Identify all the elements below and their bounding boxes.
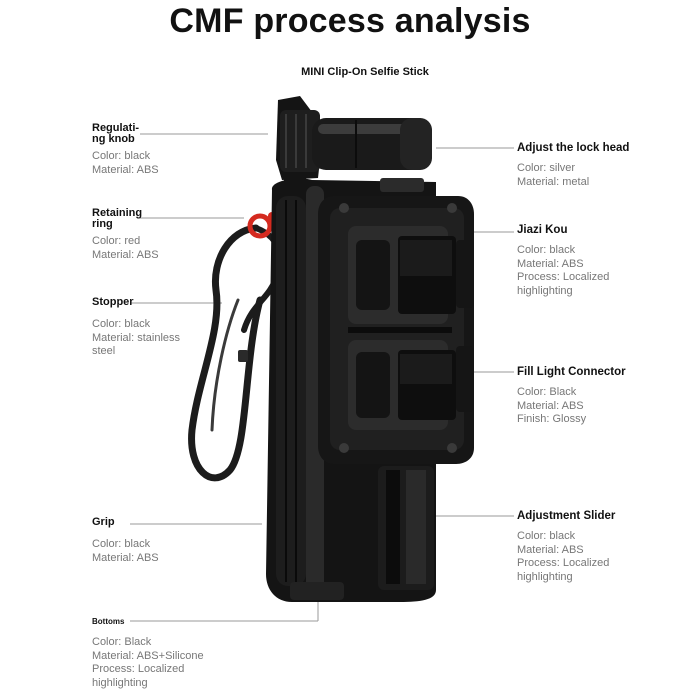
bottoms-color: Color: Black [92,636,152,648]
page-subtitle: MINI Clip-On Selfie Stick [301,66,429,78]
grip-heading: Grip [92,516,115,528]
jiazi-kou-material: Material: ABS [517,257,584,270]
stopper-material: Material: stainless steel [92,331,181,358]
fill-light-heading: Fill Light Connector [517,366,626,378]
jiazi-kou-heading: Jiazi Kou [517,224,568,236]
lock-head [312,118,432,170]
label-lock-head: Adjust the lock head Color: silver Mater… [517,142,629,189]
label-bottoms: Bottoms Color: Black Material: ABS+Silic… [92,616,204,690]
grip-material: Material: ABS [92,551,159,564]
regulating-knob-material: Material: ABS [92,163,159,176]
lock-head-material: Material: metal [517,175,590,188]
label-jiazi-kou: Jiazi Kou Color: black Material: ABS Pro… [517,224,609,298]
label-regulating-knob: Regulati- ng knob Color: black Material:… [92,123,159,177]
stopper-heading: Stopper [92,296,134,308]
slider-color: Color: black [517,530,576,542]
label-adjustment-slider: Adjustment Slider Color: black Material:… [517,510,615,584]
regulating-knob [276,96,320,180]
grip-color: Color: black [92,538,151,550]
lock-head-color: Color: silver [517,162,576,174]
bottoms-process: Process: Localized highlighting [92,663,185,689]
adjustment-slider [378,466,434,590]
lock-head-heading: Adjust the lock head [517,142,630,154]
label-stopper: Stopper Color: black Material: stainless… [92,297,180,359]
bottom-cap [290,582,344,600]
jiazi-kou-color: Color: black [517,244,576,256]
retaining-ring-heading: Retaining ring [92,207,143,230]
slider-material: Material: ABS [517,543,584,556]
label-grip: Grip Color: black Material: ABS [92,517,159,565]
fill-light-material: Material: ABS [517,399,584,412]
slider-heading: Adjustment Slider [517,510,616,522]
bottoms-heading: Bottoms [92,617,125,626]
label-fill-light-connector: Fill Light Connector Color: Black Materi… [517,366,626,427]
fill-light-finish: Finish: Glossy [517,413,587,425]
leader-lines [130,133,514,622]
jiazi-kou-process: Process: Localized highlighting [517,271,610,297]
label-retaining-ring: Retaining ring Color: red Material: ABS [92,208,159,262]
fill-light-color: Color: Black [517,386,577,398]
regulating-knob-heading: Regulati- ng knob [92,122,140,145]
slider-process: Process: Localized highlighting [517,557,610,583]
jiazi-kou [318,178,474,464]
regulating-knob-color: Color: black [92,150,151,162]
carabiner-clip [188,224,284,482]
retaining-ring-material: Material: ABS [92,248,159,261]
stopper-color: Color: black [92,318,151,330]
bottoms-material: Material: ABS+Silicone [92,649,204,662]
page-title: CMF process analysis [169,2,531,40]
retaining-ring-color: Color: red [92,235,141,247]
